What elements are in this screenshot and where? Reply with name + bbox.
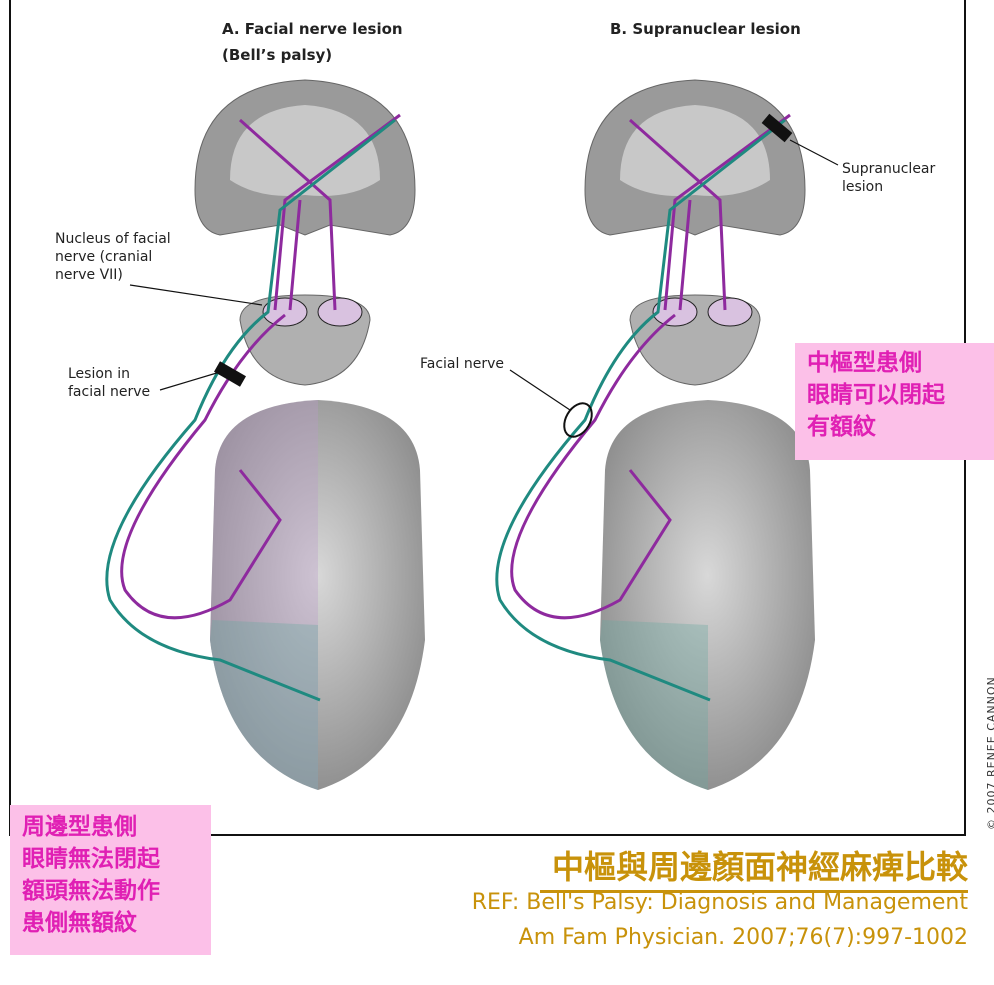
label-line: nerve (cranial xyxy=(55,249,153,265)
note-line: 患側無額紋 xyxy=(22,910,137,936)
label-line: nerve VII) xyxy=(55,267,123,283)
panel-b-title: B. Supranuclear lesion xyxy=(610,20,801,38)
label-supranuclear: Supranuclear lesion xyxy=(842,160,935,196)
label-lesion-facial: Lesion in facial nerve xyxy=(68,365,150,401)
note-line: 眼睛可以閉起 xyxy=(807,382,945,408)
label-line: Lesion in xyxy=(68,366,131,382)
panel-a-subtitle: (Bell’s palsy) xyxy=(222,46,333,64)
note-line: 眼睛無法閉起 xyxy=(22,846,160,872)
caption-title: 中樞與周邊顏面神經麻痺比較 xyxy=(539,842,968,893)
note-line: 額頭無法動作 xyxy=(22,878,160,904)
note-line: 有額紋 xyxy=(807,414,876,440)
caption-ref: REF: Bell's Palsy: Diagnosis and Managem… xyxy=(471,890,968,915)
note-line: 周邊型患側 xyxy=(22,814,137,840)
note-line: 中樞型患側 xyxy=(807,350,922,376)
label-nucleus: Nucleus of facial nerve (cranial nerve V… xyxy=(55,230,171,284)
label-line: Supranuclear xyxy=(842,161,936,177)
panel-a-drawing xyxy=(105,79,425,790)
panel-b-drawing xyxy=(495,79,839,790)
brain-inner-a xyxy=(230,105,380,196)
label-line: Nucleus of facial xyxy=(55,231,171,247)
panel-a-title: A. Facial nerve lesion xyxy=(222,20,403,38)
caption-citation: Am Fam Physician. 2007;76(7):997-1002 xyxy=(518,925,968,950)
central-note: 中樞型患側 眼睛可以閉起 有額紋 xyxy=(795,343,994,460)
copyright: © 2007 RENEE CANNON xyxy=(985,676,994,830)
label-line: facial nerve xyxy=(68,384,151,400)
label-facial-nerve: Facial nerve xyxy=(420,356,504,372)
peripheral-note: 周邊型患側 眼睛無法閉起 額頭無法動作 患側無額紋 xyxy=(10,805,211,955)
label-line: lesion xyxy=(842,179,884,195)
